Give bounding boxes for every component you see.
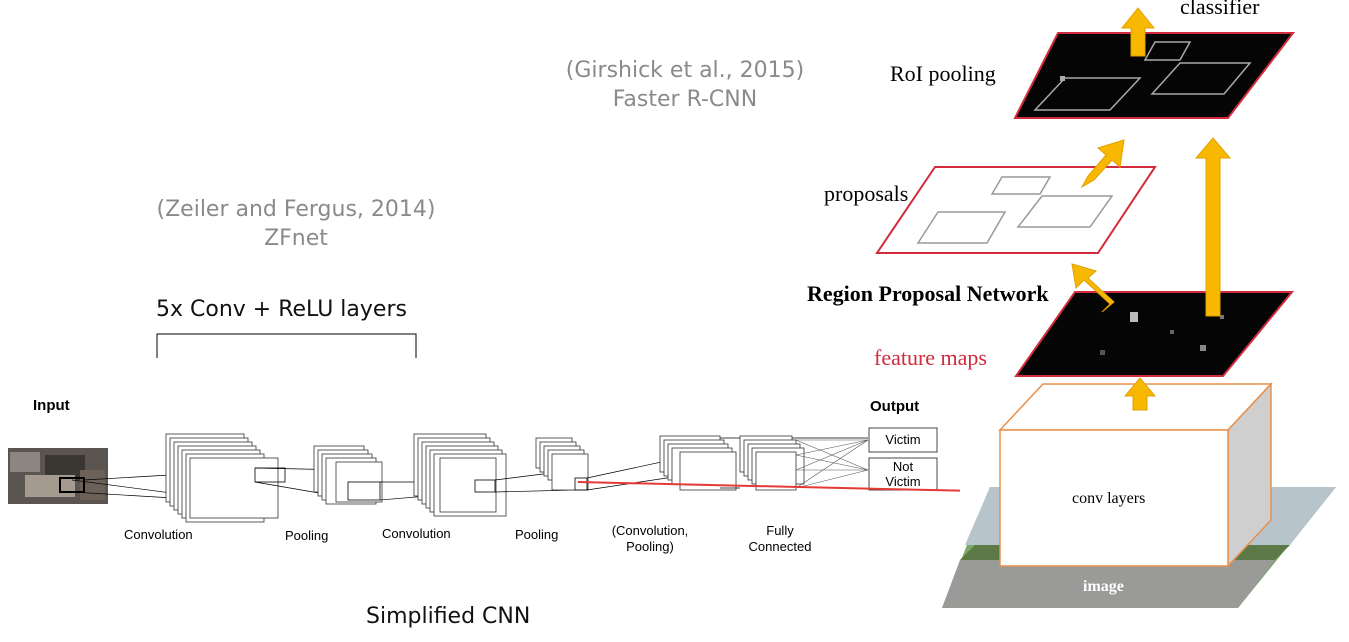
conv-layers-label: conv layers (1072, 490, 1146, 507)
proposals-layer (875, 166, 1157, 254)
conv-layers-box (998, 382, 1273, 568)
arrow-features-to-roi (1194, 137, 1232, 317)
image-label: image (1083, 578, 1124, 595)
input-image (8, 448, 108, 504)
arrow-rpn-to-proposals (1071, 263, 1115, 313)
stage-label-pool2: Pooling (515, 527, 559, 542)
zfnet-citation: (Zeiler and Fergus, 2014) ZFnet (146, 197, 446, 251)
pool-stack-2 (535, 437, 589, 491)
faster-rcnn-ref: (Girshick et al., 2015) (565, 58, 805, 83)
output-label: Output (870, 398, 920, 415)
output-box-not-victim (868, 457, 938, 491)
arrow-roi-to-classifier (1120, 7, 1156, 57)
rpn-label: Region Proposal Network (807, 281, 1049, 306)
arrow-proposals-to-roi (1080, 139, 1125, 189)
zfnet-ref: (Zeiler and Fergus, 2014) (156, 197, 436, 222)
stage-label-conv2: Convolution (382, 526, 451, 541)
conv-group-bracket (156, 333, 417, 358)
faster-rcnn-name: Faster R-CNN (612, 87, 758, 112)
faster-rcnn-citation: (Girshick et al., 2015) Faster R-CNN (560, 58, 810, 112)
stage-label-pool1: Pooling (285, 528, 329, 543)
input-label: Input (33, 397, 70, 414)
stage-label-conv1: Convolution (124, 527, 193, 542)
roi-pooling-layer (1013, 32, 1296, 119)
feature-maps-layer (1014, 291, 1295, 377)
output-not-victim-text: Not Victim (885, 459, 921, 489)
fc-stack (739, 435, 805, 491)
feature-maps-label: feature maps (874, 345, 987, 370)
classifier-label: classifier (1180, 0, 1260, 19)
roi-pooling-label: RoI pooling (890, 61, 996, 86)
pool-stack-1 (313, 445, 383, 505)
red-arrow (577, 481, 960, 492)
cnn-diagram (8, 333, 960, 523)
output-box-victim (868, 427, 938, 453)
proposals-label: proposals (824, 181, 909, 206)
cnn-caption: Simplified CNN (366, 604, 531, 629)
conv-group-label: 5x Conv + ReLU layers (156, 297, 407, 322)
output-victim-text: Victim (885, 432, 921, 447)
stage-label-fc: Fully Connected (748, 523, 812, 554)
conv-stack-2 (413, 433, 507, 517)
fc-connections (795, 439, 869, 489)
stage-label-convpool: (Convolution, Pooling) (611, 523, 689, 554)
yellow-arrows (1071, 7, 1232, 411)
zfnet-name: ZFnet (264, 226, 328, 251)
conv-stack-1 (165, 433, 279, 523)
arrow-conv-to-features (1123, 377, 1157, 411)
